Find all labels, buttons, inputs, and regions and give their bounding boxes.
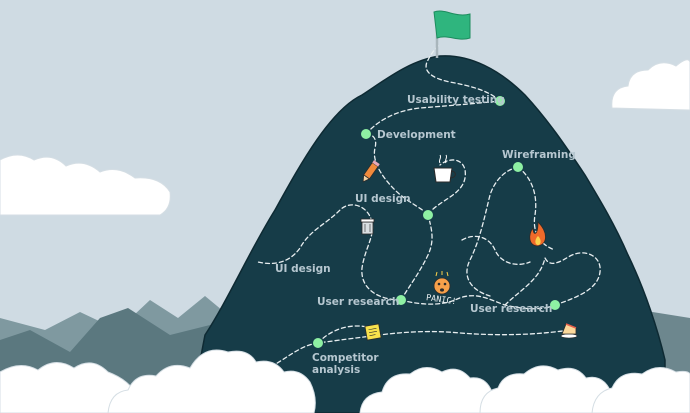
milestone-label-user-research-left: User research (317, 296, 400, 308)
panic-text: PANIC! (425, 293, 457, 307)
fire-icon (529, 221, 546, 247)
milestone-label-development: Development (377, 129, 456, 141)
mountain (189, 55, 666, 413)
milestone-label-ui-design-lower: UI design (275, 263, 331, 275)
trash-can-icon (360, 218, 375, 235)
milestone-dots (312, 95, 561, 349)
milestone-label-user-research-right: User research (470, 303, 553, 315)
pencil-icon (362, 160, 380, 183)
sticky-note-icon (364, 323, 382, 341)
cloud-right (611, 59, 690, 111)
coffee-cup-icon (433, 154, 456, 183)
panic-face-icon (433, 271, 451, 295)
cloud-foreground (0, 349, 690, 413)
milestone-label-wireframing: Wireframing (502, 149, 576, 161)
cloud-left-middle (0, 154, 171, 216)
cake-slice-icon (560, 323, 578, 339)
winding-path (257, 43, 601, 371)
milestone-label-ui-design-upper: UI design (355, 193, 411, 205)
flag-icon (433, 10, 471, 58)
milestone-label-usability-testing: Usability testing (407, 94, 505, 106)
milestone-label-competitor-analysis: Competitor analysis (312, 352, 379, 376)
